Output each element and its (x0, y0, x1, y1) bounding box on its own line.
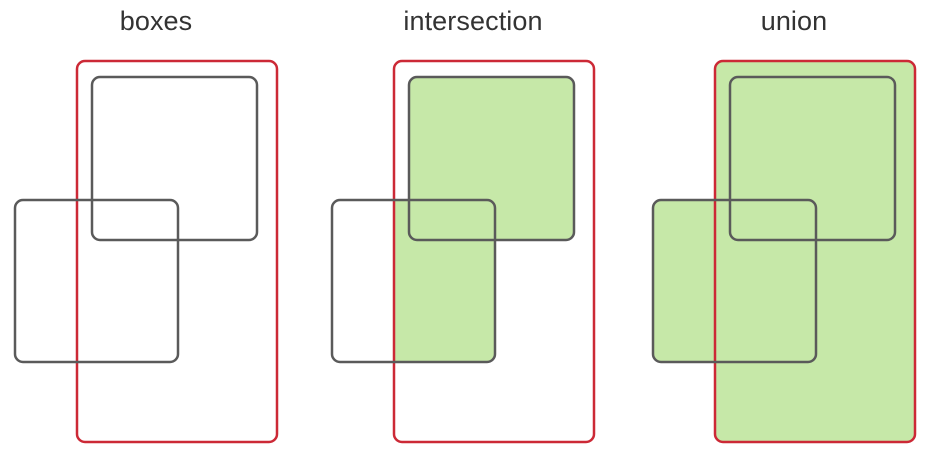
panel-title-boxes: boxes (119, 6, 193, 36)
panel-boxes-canvas (13, 59, 279, 444)
intersection-fill-group (394, 77, 574, 362)
panel-title-intersection: intersection (403, 6, 543, 36)
panel-title-union: union (760, 6, 828, 36)
union-fill-group (653, 61, 915, 442)
panel-intersection-canvas (330, 59, 596, 444)
gray-box-upper-right-outline (728, 75, 897, 242)
panel-union: union (638, 0, 935, 465)
panel-intersection: intersection (317, 0, 629, 465)
gray-box-upper-right-outline (407, 75, 576, 242)
gray-box-upper-right-outline (90, 75, 259, 242)
red-box-outline (713, 59, 917, 444)
gray-box-lower-left-outline (13, 198, 180, 364)
panel-boxes: boxes (0, 0, 312, 465)
red-box-outline (75, 59, 279, 444)
intersection-red-and-lower-left (394, 200, 495, 362)
red-box-outline (392, 59, 596, 444)
union-lower-left-area (653, 200, 816, 362)
gray-box-lower-left-outline (330, 198, 497, 364)
gray-box-lower-left-outline (651, 198, 818, 364)
panel-union-canvas (651, 59, 917, 444)
